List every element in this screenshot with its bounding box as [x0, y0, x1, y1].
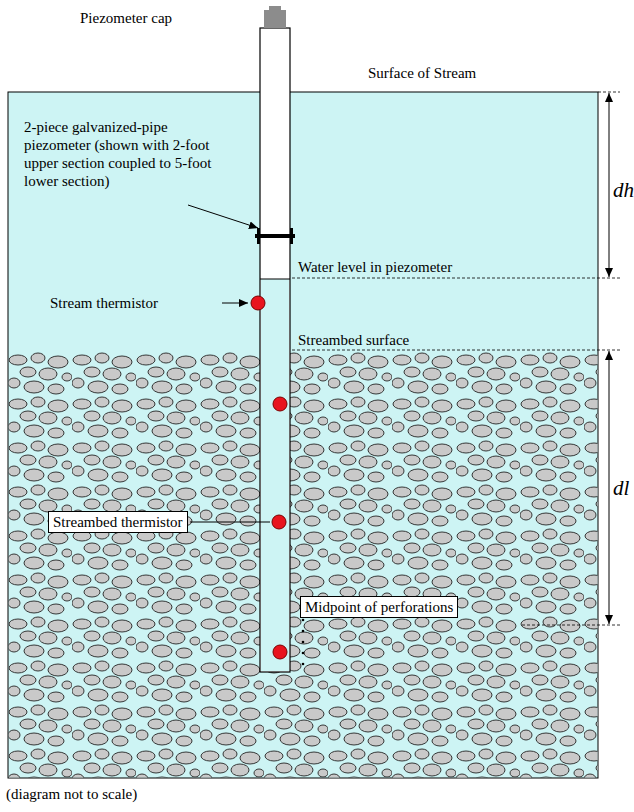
part-note: 2-piece galvanized-pipe piezometer (show…: [24, 118, 212, 190]
dimension-label: dl: [613, 476, 629, 500]
callout-box: Streambed thermistor: [48, 511, 188, 533]
part-name: Surface of Stream: [368, 64, 476, 82]
callout-box: Midpoint of perforations: [300, 596, 458, 618]
part-name: Water level in piezometer: [298, 258, 452, 276]
part-name: Stream thermistor: [50, 294, 158, 312]
note-text: (diagram not to scale): [6, 785, 137, 803]
callout-text: Streambed thermistor: [53, 514, 183, 530]
callout-text: Midpoint of perforations: [305, 599, 453, 615]
dimension-label: dh: [613, 178, 634, 202]
part-name: Streambed surface: [298, 331, 409, 349]
part-name: Piezometer cap: [80, 9, 172, 27]
